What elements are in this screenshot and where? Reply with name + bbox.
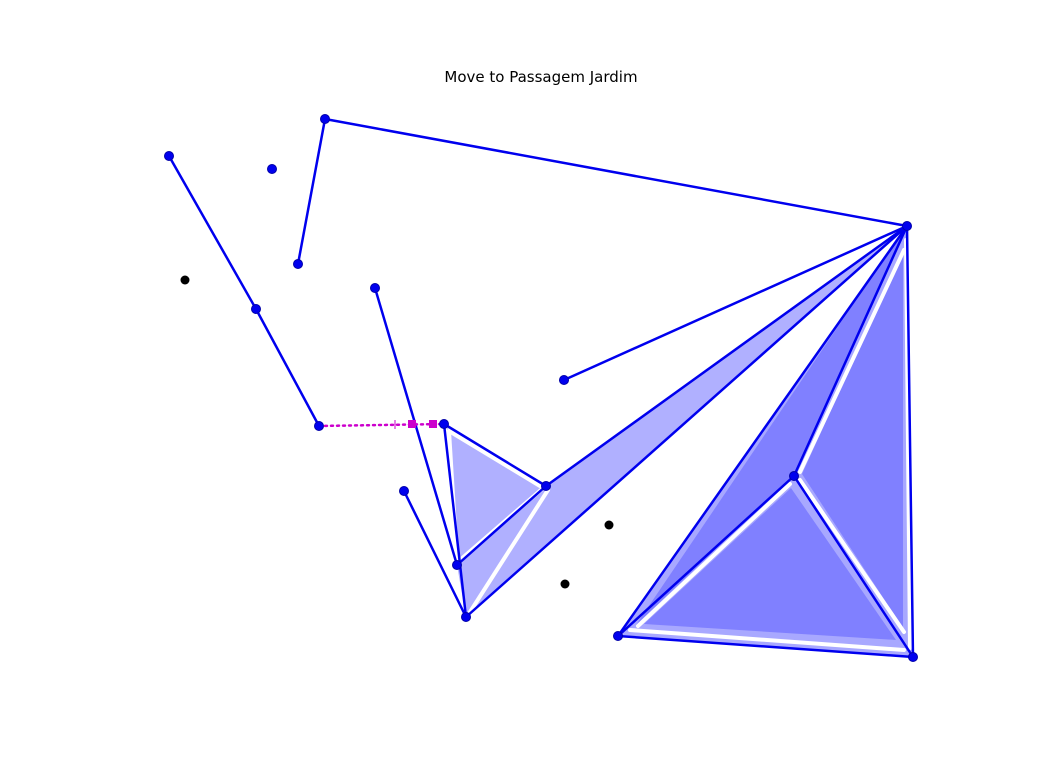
- region-right-inner-bottom: [644, 488, 896, 640]
- node: [314, 421, 324, 431]
- separator-line: [468, 488, 550, 614]
- edge: [792, 474, 915, 659]
- nodes: [164, 114, 918, 662]
- landmark-point: [604, 520, 614, 530]
- node: [320, 114, 330, 124]
- edge: [442, 422, 548, 488]
- move-line: [317, 422, 446, 428]
- region-long-wedge: [457, 226, 906, 617]
- separator-line: [798, 248, 906, 474]
- move-path: [317, 420, 446, 429]
- separator-line: [636, 482, 792, 628]
- edge: [442, 422, 468, 619]
- filled-regions: [447, 226, 912, 657]
- region-right-inner-side: [802, 252, 903, 628]
- edge: [562, 224, 909, 382]
- edge: [402, 489, 468, 619]
- edge: [616, 224, 909, 638]
- node: [370, 283, 380, 293]
- node: [439, 419, 449, 429]
- edges: [167, 117, 915, 659]
- edge: [254, 307, 321, 428]
- node: [267, 164, 277, 174]
- edge: [455, 484, 548, 567]
- move-marker: [408, 420, 416, 428]
- separator-line: [628, 628, 906, 652]
- landmarks: [180, 275, 614, 589]
- region-right-inner-top: [636, 226, 906, 625]
- edge: [616, 634, 915, 659]
- edge: [464, 224, 909, 619]
- edge: [296, 117, 327, 266]
- node: [164, 151, 174, 161]
- edge: [323, 117, 909, 228]
- diagram-title: Move to Passagem Jardim: [444, 68, 638, 86]
- node: [789, 471, 799, 481]
- move-marker: [429, 420, 437, 428]
- node: [908, 652, 918, 662]
- edge: [544, 224, 909, 488]
- edge: [905, 224, 915, 659]
- node: [541, 481, 551, 491]
- node: [399, 486, 409, 496]
- node: [461, 612, 471, 622]
- edge: [792, 224, 909, 478]
- node: [452, 560, 462, 570]
- separator-line: [904, 238, 912, 650]
- node: [293, 259, 303, 269]
- landmark-point: [560, 579, 570, 589]
- edge: [167, 154, 258, 311]
- region-left-triangle: [447, 428, 542, 562]
- node: [902, 221, 912, 231]
- landmark-point: [180, 275, 190, 285]
- node: [613, 631, 623, 641]
- separator-line: [447, 429, 542, 488]
- edge: [616, 474, 796, 638]
- node: [251, 304, 261, 314]
- node: [559, 375, 569, 385]
- separator-line: [798, 478, 906, 634]
- region-separators: [447, 238, 912, 652]
